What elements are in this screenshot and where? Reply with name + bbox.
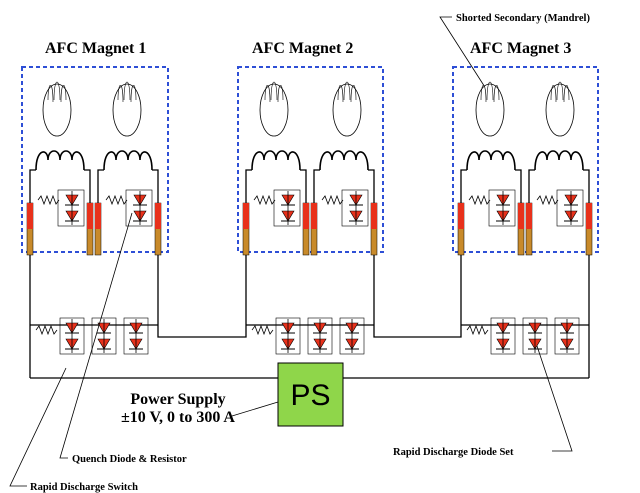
power-supply-leader	[231, 401, 279, 417]
power-supply-box	[277, 362, 344, 427]
quench-diode-icon	[563, 190, 579, 226]
diode-icon	[128, 318, 144, 354]
rapid-discharge-set-2	[251, 317, 365, 355]
magnet-3	[457, 81, 593, 256]
power-supply-label: Power Supply	[130, 391, 225, 408]
coil-icon	[103, 150, 153, 171]
coil-icon	[251, 150, 301, 171]
diode-icon	[559, 318, 575, 354]
coil-icon	[466, 150, 516, 171]
magnet-1	[26, 81, 162, 256]
coil-icon	[35, 150, 85, 171]
magnet-3-box	[452, 66, 599, 253]
rapid-discharge-diode-label: Rapid Discharge Diode Set	[393, 447, 514, 458]
rapid-discharge-diode-leader	[536, 345, 573, 452]
mandrel-icon	[112, 81, 142, 137]
coil-icon	[319, 150, 369, 171]
mandrel-icon	[42, 81, 72, 137]
quench-diode-label: Quench Diode & Resistor	[72, 454, 187, 465]
diode-icon	[495, 318, 511, 354]
magnet-2	[242, 81, 378, 256]
rapid-discharge-switch-label: Rapid Discharge Switch	[30, 482, 138, 493]
shorted-secondary-label: Shorted Secondary (Mandrel)	[456, 13, 590, 24]
quench-diode-icon	[132, 190, 148, 226]
rapid-discharge-set-3	[466, 317, 580, 355]
magnet-3-title: AFC Magnet 3	[470, 40, 571, 57]
quench-diode-leader	[59, 212, 133, 459]
rapid-discharge-switch-leader	[9, 367, 67, 487]
mandrel-icon	[545, 81, 575, 137]
quench-diode-icon	[64, 190, 80, 226]
rapid-discharge-set-1	[35, 317, 149, 355]
quench-diode-icon	[348, 190, 364, 226]
diode-icon	[344, 318, 360, 354]
diode-icon	[280, 318, 296, 354]
magnet-2-box	[237, 66, 384, 253]
quench-diode-icon	[495, 190, 511, 226]
mandrel-icon	[475, 81, 505, 137]
diode-icon	[312, 318, 328, 354]
power-supply-symbol: PS	[290, 379, 330, 412]
coil-icon	[534, 150, 584, 171]
diode-icon	[527, 318, 543, 354]
mandrel-icon	[259, 81, 289, 137]
magnet-2-title: AFC Magnet 2	[252, 40, 353, 57]
magnet-1-title: AFC Magnet 1	[45, 40, 146, 57]
shorted-secondary-leader	[439, 16, 491, 96]
magnet-1-box	[21, 66, 169, 253]
mandrel-icon	[332, 81, 362, 137]
diode-icon	[64, 318, 80, 354]
quench-diode-icon	[280, 190, 296, 226]
power-supply-rating: ±10 V, 0 to 300 A	[121, 409, 235, 426]
